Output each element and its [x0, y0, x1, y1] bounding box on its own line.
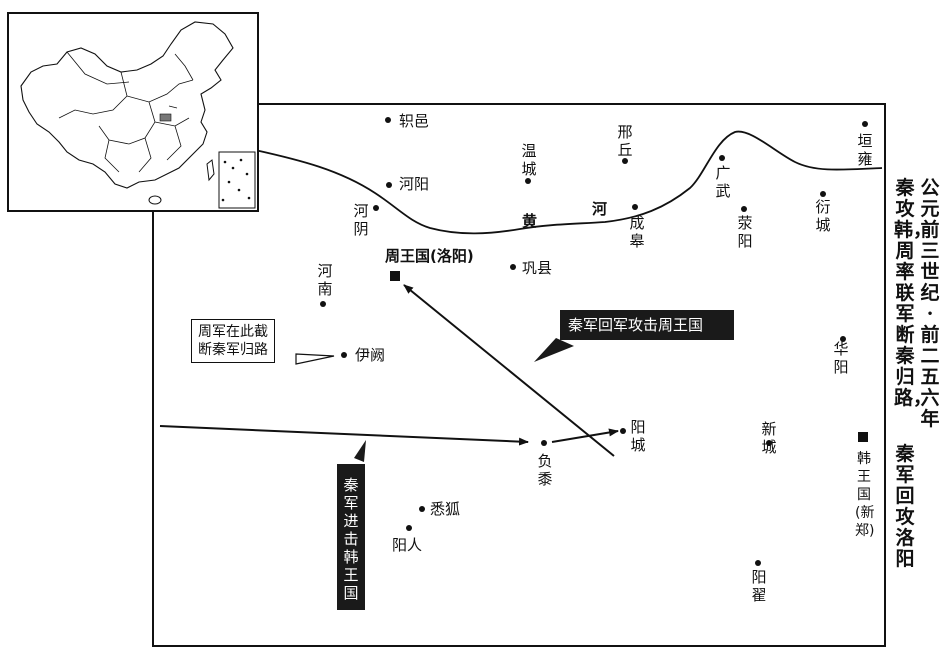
label-zhiyi: 轵邑 — [399, 112, 430, 130]
title-line-3: 秦军回攻洛阳 — [895, 443, 915, 570]
china-inset-map — [7, 12, 259, 212]
label-yangren: 阳人 — [392, 536, 423, 554]
city-dot-yangren — [406, 525, 412, 531]
zhou-cut-callout: 周军在此截 断秦军归路 — [191, 319, 275, 363]
city-dot-yuanyong — [862, 121, 868, 127]
label-guangwu: 广武 — [715, 164, 731, 200]
river-char-huang: 黄 — [522, 212, 538, 230]
title-line-2: 秦攻韩，周率联军断秦归路， — [894, 177, 933, 409]
china-outline-drawing — [20, 21, 256, 209]
zhou-cut-callout-line1: 周军在此截 — [198, 324, 268, 340]
label-hanhu: 悉狐 — [430, 500, 461, 518]
south-sea-box — [218, 151, 256, 209]
qin-advance-callout: 秦军进击韩王国 — [337, 464, 365, 610]
city-dot-zhiyi — [385, 117, 391, 123]
label-heyang: 河阳 — [399, 175, 430, 193]
city-dot-heyin — [373, 205, 379, 211]
qin-advance-callout-pointer — [354, 440, 366, 462]
qin-return-callout: 秦军回军攻击周王国 — [560, 310, 734, 340]
label-chenggao: 成皋 — [629, 214, 645, 250]
city-dot-yangcheng — [620, 428, 626, 434]
city-dot-xingyang — [741, 206, 747, 212]
city-dot-yique — [341, 352, 347, 358]
label-henan: 河南 — [317, 262, 333, 298]
zhou-cut-callout-line2: 断秦军归路 — [198, 342, 268, 358]
label-heyin: 河阴 — [353, 202, 369, 238]
han-capital-marker — [858, 432, 868, 442]
city-dot-chenggao — [632, 204, 638, 210]
city-dot-henan — [320, 301, 326, 307]
zhou-capital-marker — [390, 271, 400, 281]
hainan-island — [148, 195, 162, 205]
china-outline — [20, 21, 234, 189]
region-highlight — [159, 113, 172, 122]
city-dot-wencheng — [525, 178, 531, 184]
yellow-river-line — [254, 130, 883, 235]
zhou-cut-callout-pointer — [295, 353, 335, 365]
label-yuanyong: 垣雍 — [857, 132, 873, 168]
qin-advance-arrow — [159, 425, 529, 446]
city-dot-xingqiu — [622, 158, 628, 164]
city-dot-gongxian — [510, 264, 516, 270]
label-xingqiu: 邢丘 — [617, 123, 633, 159]
fushu-to-yangcheng-arrow — [551, 428, 619, 443]
label-yangzhai: 阳翟 — [751, 568, 767, 604]
qin-return-callout-pointer — [534, 338, 574, 362]
city-dot-huayang — [840, 336, 846, 342]
city-dot-xincheng — [766, 440, 772, 446]
label-yancheng: 衍城 — [815, 198, 831, 234]
label-fushu: 负黍 — [537, 452, 553, 488]
south-sea-islands — [221, 158, 251, 202]
main-map-frame — [152, 103, 886, 647]
label-yique: 伊阙 — [355, 346, 386, 364]
label-zhou-capital: 周王国(洛阳) — [385, 247, 474, 265]
city-dot-yancheng — [820, 191, 826, 197]
city-dot-fushu — [541, 440, 547, 446]
province-lines — [58, 51, 194, 173]
river-char-he: 河 — [592, 200, 608, 218]
label-xingyang: 荥阳 — [737, 214, 753, 250]
title-line-1: 公元前三世纪·前二五六年 — [920, 177, 940, 430]
city-dot-guangwu — [719, 155, 725, 161]
label-yangcheng: 阳城 — [630, 418, 646, 454]
label-xincheng: 新城 — [761, 420, 777, 456]
qin-return-arrow — [403, 284, 615, 457]
label-wencheng: 温城 — [521, 142, 537, 178]
label-han-capital: 韩王国(新郑) — [855, 451, 875, 539]
city-dot-hanhu — [419, 506, 425, 512]
taiwan-island — [206, 159, 215, 182]
label-huayang: 华阳 — [833, 340, 849, 376]
city-dot-heyang — [386, 182, 392, 188]
city-dot-yangzhai — [755, 560, 761, 566]
label-gongxian: 巩县 — [522, 259, 553, 277]
